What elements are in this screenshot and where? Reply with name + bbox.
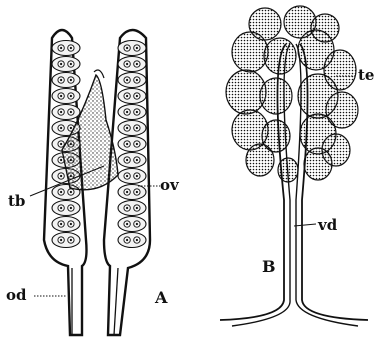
nucleus	[136, 79, 138, 81]
egg-chamber	[118, 41, 146, 56]
nucleus	[136, 175, 138, 177]
nucleus	[136, 63, 138, 65]
nucleus	[70, 239, 72, 241]
egg-chamber	[118, 217, 146, 232]
panel-b-drawing: te vd B	[220, 6, 374, 326]
nucleus	[60, 191, 62, 193]
testis-follicle	[304, 148, 332, 180]
nucleus	[126, 79, 128, 81]
nucleus	[136, 95, 138, 97]
nucleus	[60, 143, 62, 145]
nucleus	[70, 111, 72, 113]
egg-chamber	[118, 153, 146, 168]
vd-leader	[294, 224, 316, 226]
nucleus	[126, 95, 128, 97]
nucleus	[136, 207, 138, 209]
nucleus	[70, 47, 72, 49]
nucleus	[60, 239, 62, 241]
egg-chamber	[52, 201, 80, 216]
nucleus	[126, 175, 128, 177]
nucleus	[70, 95, 72, 97]
label-tb: tb	[8, 192, 25, 210]
nucleus	[60, 79, 62, 81]
egg-chamber	[118, 121, 146, 136]
egg-chamber	[118, 233, 146, 248]
egg-chamber	[118, 57, 146, 72]
egg-chamber	[118, 89, 146, 104]
nucleus	[136, 191, 138, 193]
nucleus	[126, 191, 128, 193]
testis-follicle	[260, 78, 292, 114]
nucleus	[136, 143, 138, 145]
egg-chamber	[118, 201, 146, 216]
egg-chamber	[52, 57, 80, 72]
nucleus	[70, 63, 72, 65]
egg-chamber	[118, 169, 146, 184]
nucleus	[70, 127, 72, 129]
egg-chamber	[52, 73, 80, 88]
label-vd: vd	[317, 216, 338, 234]
label-od: od	[6, 286, 27, 304]
nucleus	[60, 47, 62, 49]
egg-chamber	[118, 137, 146, 152]
nucleus	[136, 111, 138, 113]
nucleus	[60, 111, 62, 113]
testis-lobes	[226, 6, 358, 182]
nucleus	[136, 239, 138, 241]
nucleus	[70, 223, 72, 225]
nucleus	[60, 223, 62, 225]
nucleus	[126, 159, 128, 161]
nucleus	[126, 127, 128, 129]
nucleus	[136, 127, 138, 129]
nucleus	[136, 223, 138, 225]
nucleus	[60, 159, 62, 161]
nucleus	[126, 223, 128, 225]
label-te: te	[358, 66, 374, 84]
panel-label-a: A	[154, 288, 168, 307]
nucleus	[126, 63, 128, 65]
nucleus	[60, 175, 62, 177]
nucleus	[126, 111, 128, 113]
nucleus	[70, 79, 72, 81]
nucleus	[70, 191, 72, 193]
nucleus	[136, 47, 138, 49]
nucleus	[60, 95, 62, 97]
nucleus	[126, 143, 128, 145]
egg-chamber	[118, 73, 146, 88]
nucleus	[126, 239, 128, 241]
egg-chamber	[52, 105, 80, 120]
nucleus	[60, 127, 62, 129]
egg-chamber	[118, 105, 146, 120]
nucleus	[70, 207, 72, 209]
testis-follicle	[232, 32, 268, 72]
testis-follicle	[246, 144, 274, 176]
egg-chamber	[52, 89, 80, 104]
panel-label-b: B	[262, 257, 276, 276]
nucleus	[60, 63, 62, 65]
egg-chamber	[52, 217, 80, 232]
nucleus	[126, 47, 128, 49]
label-ov: ov	[160, 176, 180, 194]
egg-chamber	[52, 41, 80, 56]
panel-a-drawing: tb ov od A	[6, 30, 180, 335]
egg-chamber	[52, 233, 80, 248]
nucleus	[126, 207, 128, 209]
egg-chamber	[118, 185, 146, 200]
nucleus	[60, 207, 62, 209]
nucleus	[136, 159, 138, 161]
